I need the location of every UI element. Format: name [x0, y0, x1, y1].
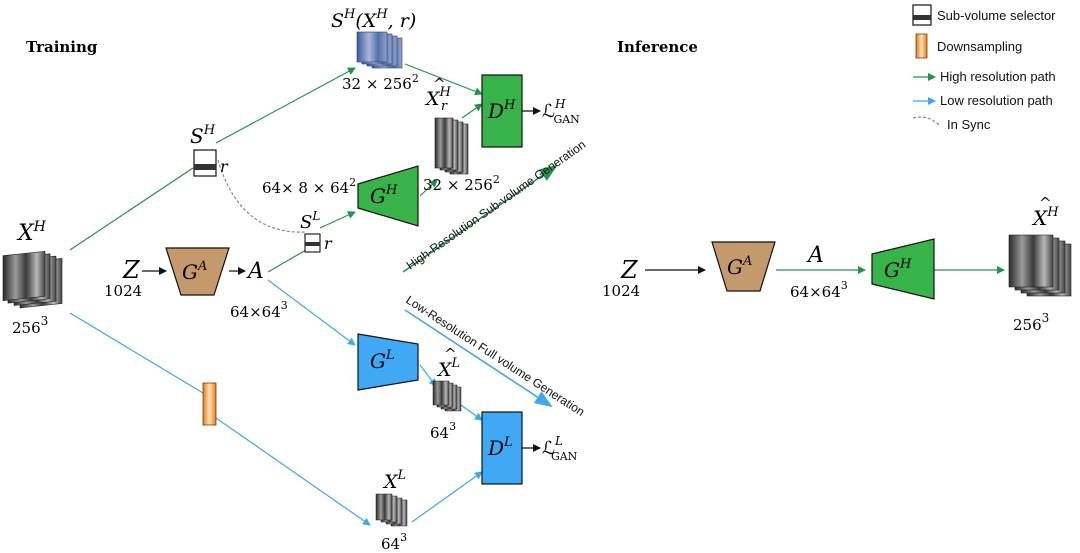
- inference-output-label: XH: [1031, 205, 1059, 230]
- shx-subvolume-stack: [356, 31, 403, 69]
- dl-discriminator: [481, 411, 523, 485]
- xhat-h-stack: [434, 117, 469, 175]
- legend-low-path-label: Low resolution path: [940, 93, 1053, 108]
- sh-r-label: r: [220, 157, 229, 176]
- xh-label: XH: [16, 219, 47, 246]
- shx-label: SH(XH, r): [331, 7, 416, 32]
- xl-label: XL: [382, 468, 406, 493]
- inference-a-label: A: [806, 243, 824, 268]
- training-connectors: [69, 63, 558, 526]
- inference-output-dimension: 2563: [1013, 311, 1049, 334]
- legend-sync-icon: [912, 116, 941, 127]
- sl-label: SL: [300, 209, 320, 233]
- xhat-l-label: XL: [436, 356, 460, 381]
- high-res-generation-label: High-Resolution Sub-volume Generation: [404, 137, 589, 272]
- dh-label: DH: [487, 98, 516, 123]
- xl-stack: [375, 493, 408, 527]
- a-dimension: 64×643: [230, 299, 288, 321]
- downsampling-block: [202, 382, 217, 426]
- gh-input-dimension: 64× 8 × 642: [262, 176, 356, 197]
- xhat-l-hat: ^: [444, 345, 457, 363]
- inference-a-dimension: 64×643: [790, 279, 848, 301]
- shx-dimension: 32 × 2562: [342, 72, 419, 93]
- xh-dimension: 2563: [12, 314, 48, 337]
- sl-selector-icon: [304, 233, 321, 253]
- legend-downsampling-icon: [915, 33, 928, 59]
- legend-high-path-label: High resolution path: [940, 69, 1056, 84]
- dh-discriminator: [481, 74, 523, 148]
- z-label: Z: [122, 256, 141, 284]
- legend-sync-label: In Sync: [947, 117, 991, 132]
- xl-dimension: 643: [381, 531, 407, 553]
- legend: Sub-volume selector Downsampling High re…: [912, 4, 1056, 132]
- legend-selector-icon: [912, 4, 932, 26]
- inference-z-label: Z: [620, 256, 639, 284]
- ga-label: GA: [182, 259, 207, 284]
- ga-generator: [165, 247, 230, 296]
- inference-ga-generator: [711, 241, 776, 292]
- sh-selector-icon: [193, 149, 217, 177]
- low-res-generation-label: Low-Resolution Full volume Generation: [403, 293, 587, 419]
- legend-downsampling-label: Downsampling: [937, 39, 1022, 54]
- inference-gh-label: GH: [884, 257, 912, 282]
- inference-heading: Inference: [617, 38, 698, 56]
- xhat-l-stack: [432, 380, 462, 412]
- xhat-h-hat: ^: [433, 75, 446, 93]
- training-heading: Training: [26, 38, 98, 56]
- inference-output-hat: ^: [1039, 194, 1052, 212]
- sl-r-label: r: [324, 234, 333, 253]
- inference-ga-label: GA: [727, 254, 752, 279]
- dl-label: DL: [487, 435, 513, 460]
- xhat-l-dimension: 643: [430, 420, 456, 442]
- a-label: A: [246, 259, 264, 284]
- xhat-h-dimension: 32 × 2562: [423, 173, 500, 194]
- z-dimension: 1024: [104, 282, 142, 300]
- sh-label: SH: [190, 123, 216, 148]
- legend-selector-label: Sub-volume selector: [937, 8, 1056, 23]
- gh-label: GH: [370, 183, 398, 208]
- inference-gh-generator: [871, 238, 935, 300]
- gl-label: GL: [370, 348, 395, 373]
- gh-generator: [357, 165, 419, 227]
- xh-volume-stack: [2, 250, 63, 309]
- inference-output-stack: [1008, 234, 1072, 297]
- inference-z-dimension: 1024: [602, 282, 640, 300]
- gl-generator: [357, 333, 419, 391]
